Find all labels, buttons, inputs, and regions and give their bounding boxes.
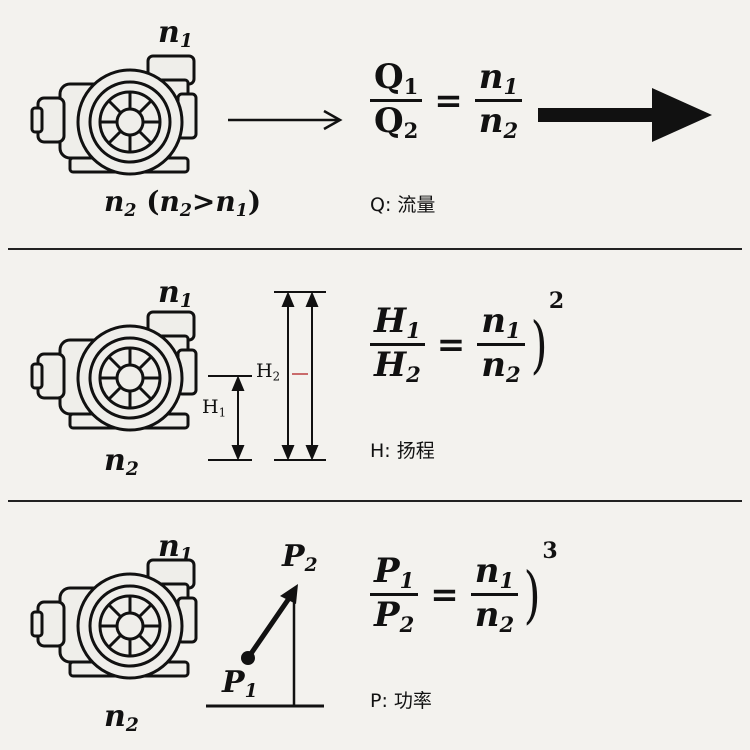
head-panel: n1 n2 H1 H2 H1 H2 = — [0, 250, 750, 500]
head-formula: H1 H2 = n1 n2 ) 2 — [370, 288, 564, 387]
speed-n1-label: n1 — [158, 15, 193, 53]
exponent: 3 — [542, 538, 558, 564]
pump-icon — [30, 306, 208, 438]
flow-legend: Q: 流量 — [370, 194, 436, 216]
head-dimension-lines — [208, 291, 326, 461]
power-p2-label: P2 — [282, 539, 318, 577]
equals-sign: = — [434, 80, 463, 121]
point-p1 — [241, 651, 255, 665]
section-divider — [8, 500, 742, 502]
speed-n2-condition-label: n2 (n2>n1) — [104, 185, 262, 221]
flow-panel: n1 n2 (n2>n1) Q1 Q2 = n1 n2 Q: 流量 — [0, 0, 750, 248]
head-h2-label: H2 — [256, 360, 281, 384]
equals-sign: = — [436, 324, 466, 365]
pump-icon — [30, 554, 208, 686]
power-formula: P1 P2 = n1 n2 ) 3 — [370, 538, 558, 637]
power-ratio-fraction: P1 P2 — [370, 551, 419, 637]
closing-paren: ) — [523, 557, 541, 631]
bold-right-arrow-icon — [538, 88, 712, 142]
section-divider — [8, 248, 742, 250]
power-panel: n1 n2 P1 P2 P1 P2 = n1 n2 ) 3 P: 功率 — [0, 502, 750, 750]
power-increase-diagram — [206, 584, 324, 708]
head-ratio-fraction: H1 H2 — [370, 301, 425, 387]
speed-n1-label: n1 — [158, 529, 193, 567]
flow-formula: Q1 Q2 = n1 n2 — [370, 57, 523, 143]
right-arrow-icon — [228, 109, 343, 131]
pump-icon — [30, 50, 208, 182]
closing-paren: ) — [530, 307, 548, 381]
speed-n1-label: n1 — [158, 275, 193, 313]
speed-ratio-fraction: n1 n2 — [470, 551, 519, 637]
equals-sign: = — [430, 574, 459, 615]
speed-n2-label: n2 — [104, 699, 139, 737]
power-legend: P: 功率 — [370, 690, 432, 712]
head-h1-label: H1 — [202, 396, 227, 420]
flow-ratio-fraction: Q1 Q2 — [370, 57, 423, 143]
speed-n2-label: n2 — [104, 443, 139, 481]
arrowhead-p2 — [280, 584, 298, 604]
head-legend: H: 扬程 — [370, 440, 435, 462]
speed-ratio-fraction: n1 n2 — [477, 301, 525, 387]
power-p1-label: P1 — [222, 665, 258, 703]
exponent: 2 — [548, 288, 565, 314]
speed-ratio-fraction: n1 n2 — [474, 57, 523, 143]
